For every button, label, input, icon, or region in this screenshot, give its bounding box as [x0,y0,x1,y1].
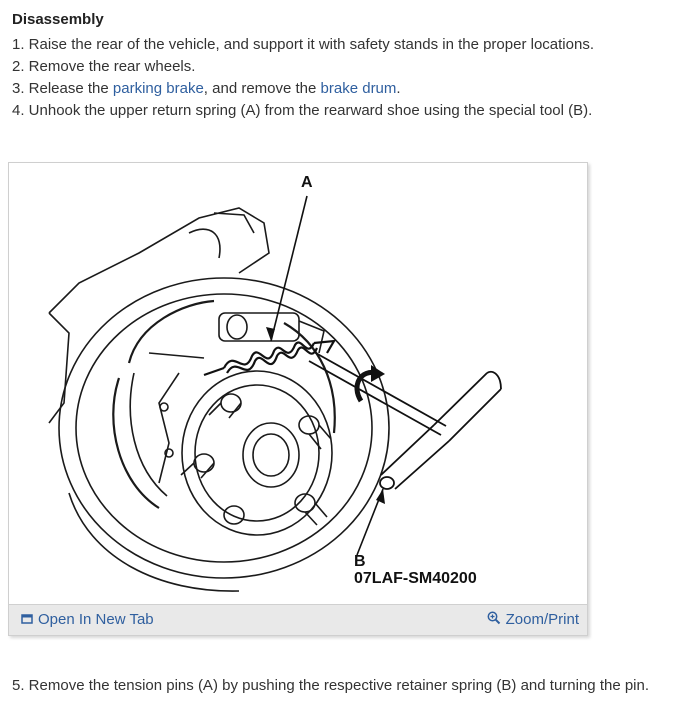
zoom-print-label: Zoom/Print [505,611,579,628]
section-heading: Disassembly [12,11,104,28]
callout-b-label: B [354,553,366,570]
step-3-text-c: . [396,80,401,97]
brake-drum-link[interactable]: brake drum [320,80,397,97]
callout-a-label: A [301,174,313,191]
tool-number-label: 07LAF-SM40200 [354,570,477,587]
step-3: 3. Release the parking brake, and remove… [12,78,594,100]
step-3-text-b: , and remove the [203,80,321,97]
step-4: 4. Unhook the upper return spring (A) fr… [12,102,593,119]
figure-toolbar: Open In New Tab Zoom/Print [9,604,587,635]
magnifier-icon [487,611,501,629]
brake-illustration [48,195,502,592]
step-1: 1. Raise the rear of the vehicle, and su… [12,36,594,53]
step-5: 5. Remove the tension pins (A) by pushin… [12,677,650,694]
steps-list: 1. Raise the rear of the vehicle, and su… [12,34,594,122]
external-tab-icon [21,612,33,629]
step-3-text-a: 3. Release the [12,80,113,97]
parking-brake-link[interactable]: parking brake [112,80,204,97]
zoom-print-button[interactable]: Zoom/Print [487,611,579,629]
open-in-new-tab-button[interactable]: Open In New Tab [21,611,154,629]
step-2: 2. Remove the rear wheels. [12,58,196,75]
open-in-new-tab-label: Open In New Tab [38,611,154,628]
figure-panel: A B 07LAF-SM40200 Open In New Tab Zoom/P… [8,162,588,636]
